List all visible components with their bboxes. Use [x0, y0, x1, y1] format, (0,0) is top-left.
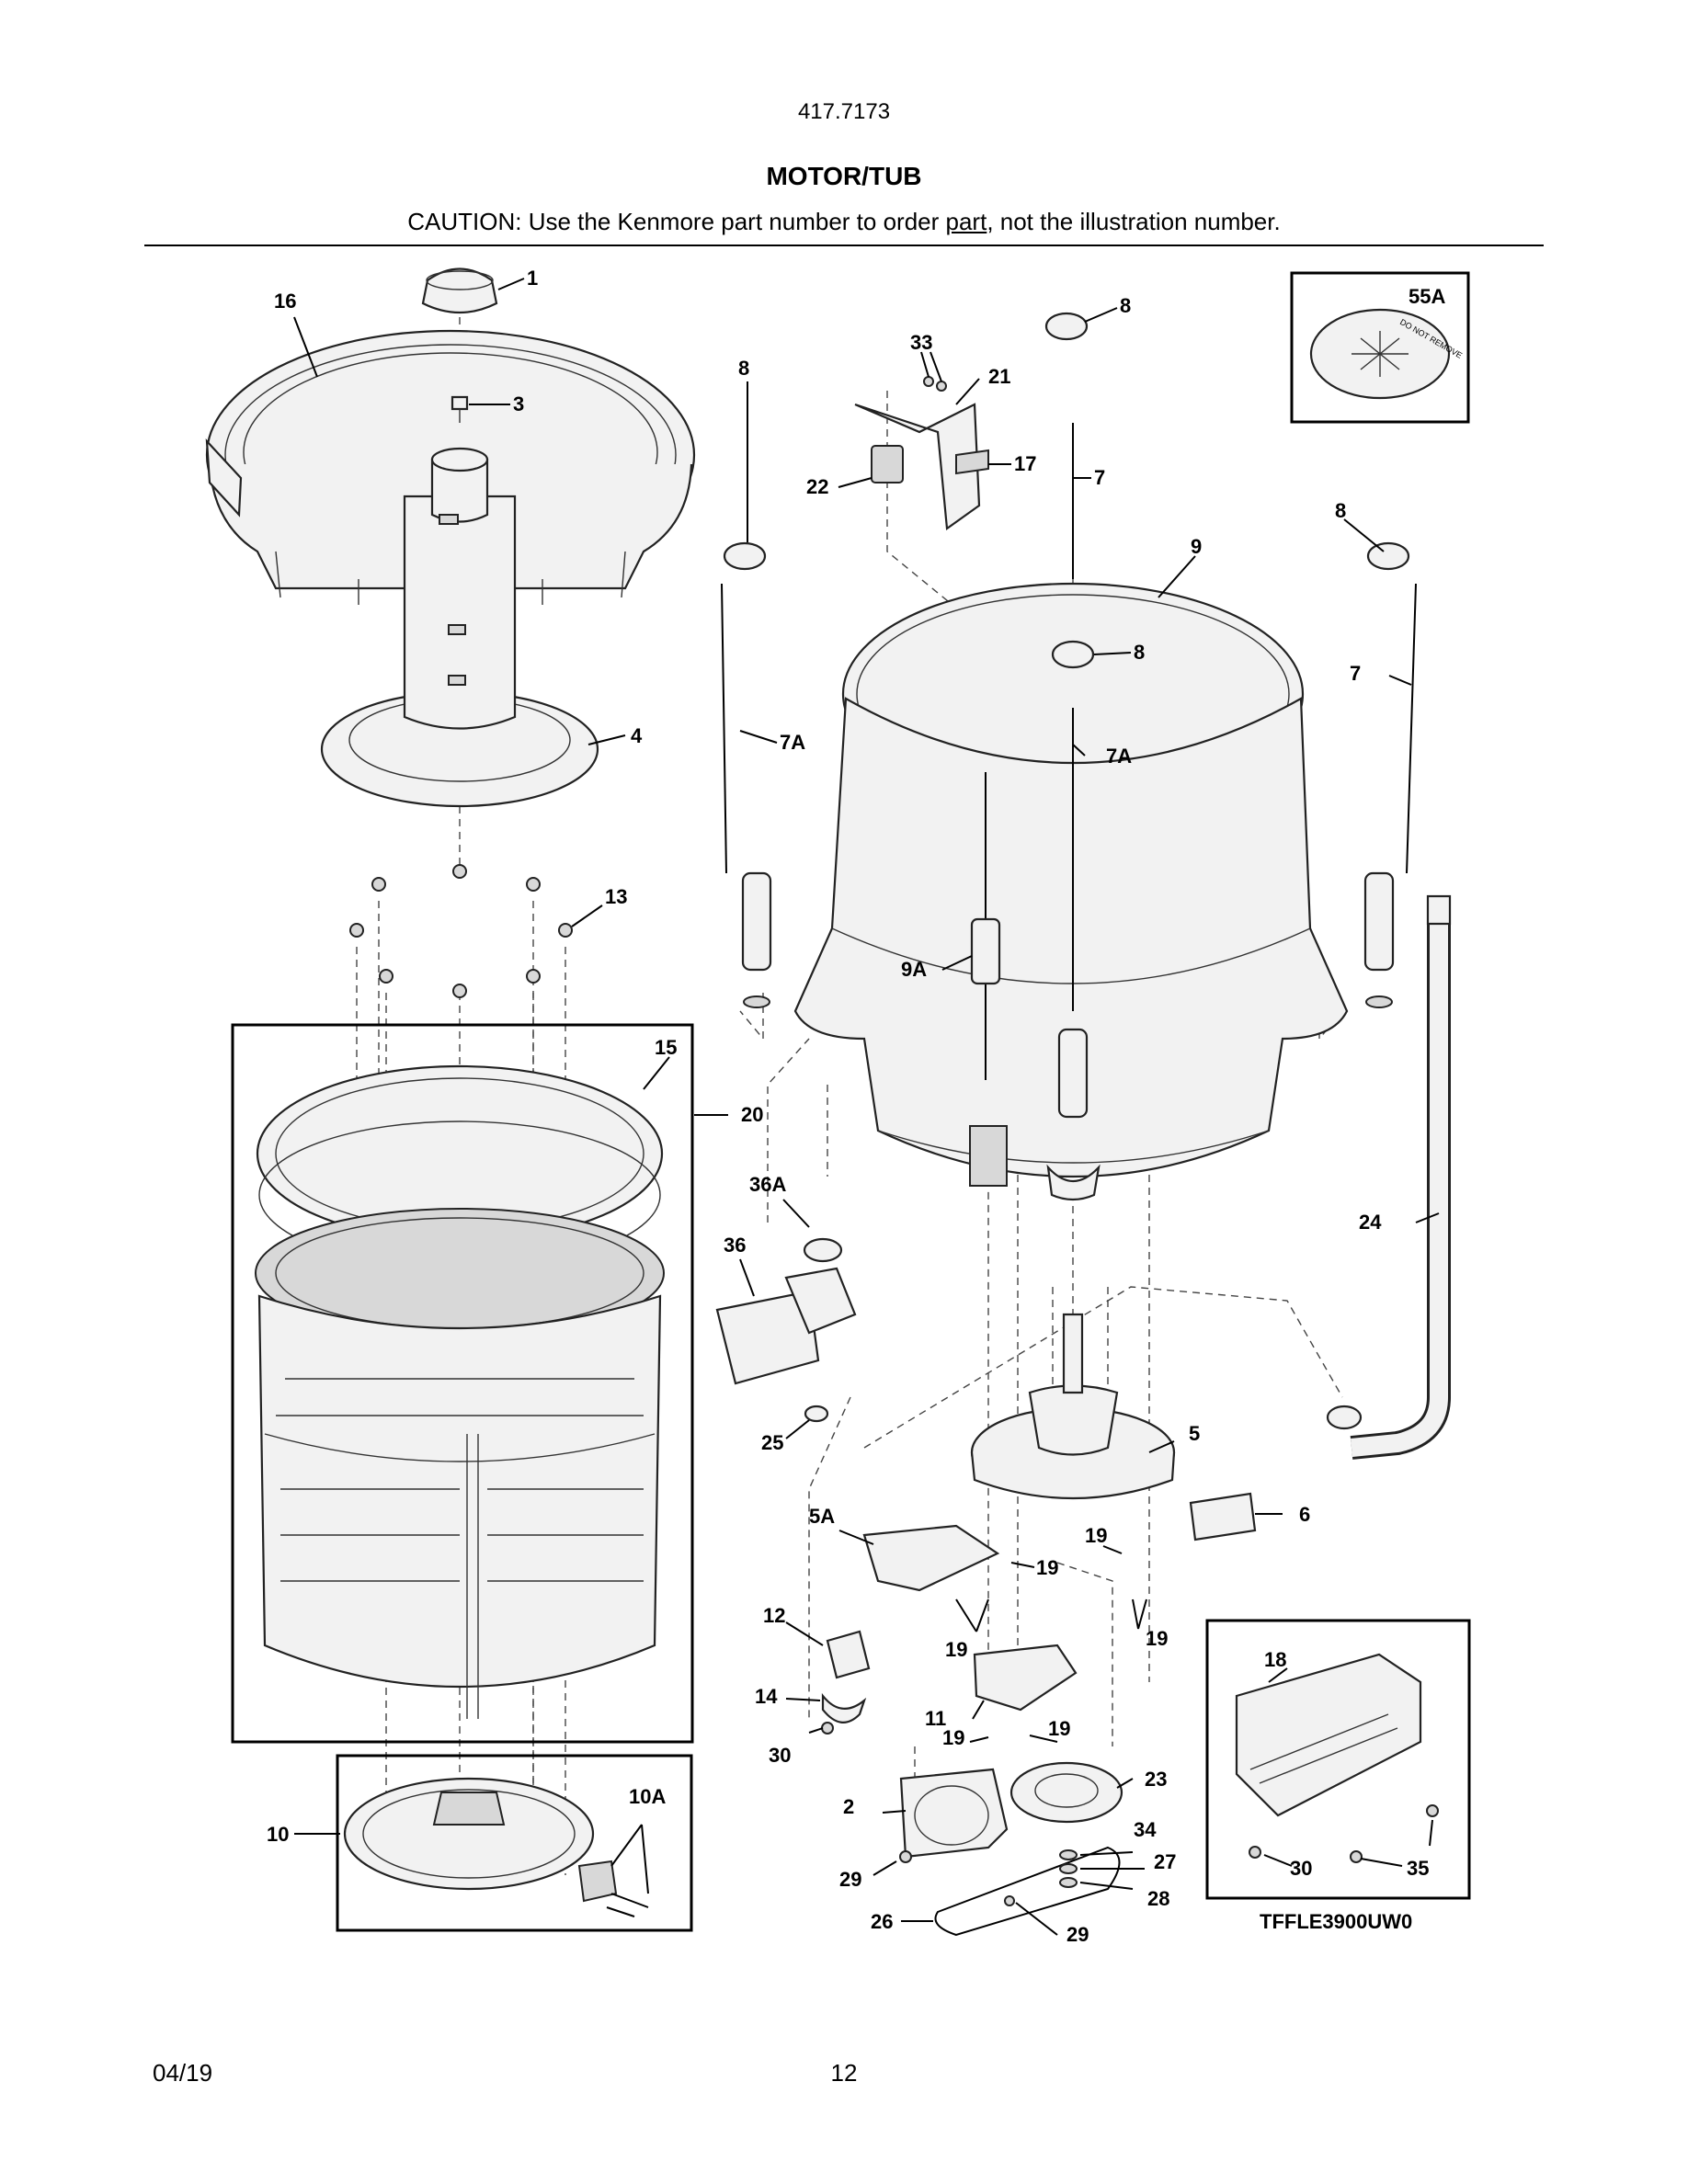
- callout-21: 21: [988, 365, 1010, 388]
- base-cover: [1235, 1653, 1439, 1863]
- callout-3: 3: [513, 392, 524, 415]
- callout-10A: 10A: [629, 1785, 666, 1808]
- outer-tub: [793, 582, 1349, 1201]
- screws-set: [349, 864, 573, 998]
- drain-hose: [1326, 894, 1452, 1460]
- agitator-bolt: [451, 395, 469, 423]
- agitator-cap: [421, 267, 498, 314]
- callout-2: 2: [843, 1795, 854, 1818]
- callout-4: 4: [631, 724, 643, 747]
- callout-22: 22: [806, 475, 828, 498]
- callout-7-right: 7: [1350, 662, 1361, 685]
- suspension-rod-center: [1057, 423, 1089, 1119]
- callout-36A: 36A: [749, 1173, 786, 1196]
- drive-belt: [934, 1846, 1121, 1937]
- caution-text-start: CAUTION: Use the Kenmore part number to …: [407, 208, 946, 235]
- callout-1: 1: [527, 267, 538, 290]
- callout-19-c: 19: [945, 1638, 967, 1661]
- callout-23: 23: [1145, 1768, 1167, 1791]
- capacitor-and-clip: [821, 1630, 871, 1735]
- footer-date: 04/19: [153, 2059, 213, 2087]
- callout-29-left: 29: [839, 1868, 861, 1891]
- callout-9A: 9A: [901, 958, 927, 981]
- washers: [1004, 1849, 1078, 1906]
- callout-19-a: 19: [1085, 1524, 1107, 1547]
- callout-24: 24: [1359, 1211, 1382, 1234]
- callout-5: 5: [1189, 1422, 1200, 1445]
- callout-5A: 5A: [809, 1505, 835, 1528]
- callout-8-top: 8: [1120, 294, 1131, 317]
- callout-26: 26: [871, 1910, 893, 1933]
- callout-15: 15: [655, 1036, 677, 1059]
- callout-20: 20: [741, 1103, 763, 1126]
- callout-13: 13: [605, 885, 627, 908]
- basket-assembly-box: [231, 1023, 694, 1744]
- callout-28: 28: [1147, 1887, 1169, 1910]
- callout-34: 34: [1134, 1818, 1157, 1841]
- header-divider: [144, 245, 1544, 246]
- callout-16: 16: [274, 290, 296, 313]
- callout-19-d: 19: [1146, 1627, 1168, 1650]
- callout-35: 35: [1407, 1857, 1429, 1880]
- callout-6: 6: [1299, 1503, 1310, 1526]
- callout-7A-left: 7A: [780, 731, 805, 754]
- callout-labels: 1 16 3 4 33 21 17 22 8 8 8 8 7 7 7A 7A 9…: [267, 267, 1445, 1946]
- callout-55A: 55A: [1409, 285, 1445, 308]
- model-code-label: TFFLE3900UW0: [1260, 1910, 1412, 1933]
- callout-19-f: 19: [1048, 1717, 1070, 1740]
- suspension-rod-front-left: [721, 583, 772, 1008]
- callout-30-left: 30: [769, 1744, 791, 1767]
- spring-caps: [723, 312, 1410, 669]
- base-cover-box: [1205, 1619, 1471, 1900]
- decal-box: [1290, 271, 1470, 424]
- drain-pump: [715, 1237, 857, 1423]
- drain-tube: [970, 772, 1001, 1080]
- caution-note: CAUTION: Use the Kenmore part number to …: [0, 208, 1688, 236]
- callout-18: 18: [1264, 1648, 1286, 1671]
- wash-basket: [255, 1064, 665, 1719]
- drive-motor: [899, 1768, 1009, 1863]
- lid-switch-assembly: [854, 376, 989, 531]
- callout-7-center: 7: [1094, 466, 1105, 489]
- shift-actuator: [1189, 1492, 1257, 1541]
- callout-17: 17: [1014, 452, 1036, 475]
- hub-assembly-box: [336, 1754, 693, 1932]
- callout-8-left: 8: [738, 357, 749, 380]
- callout-leader-lines: [293, 278, 1440, 1936]
- model-number: 417.7173: [797, 99, 891, 124]
- callout-8-center: 8: [1134, 641, 1145, 664]
- motor-pulley: [1009, 1761, 1123, 1824]
- caution-underlined-word: part: [945, 208, 987, 235]
- basket-hub: [343, 1777, 595, 1891]
- do-not-remove-decal: DO NOT REMOVE: [1309, 308, 1464, 400]
- transmission: [970, 1313, 1176, 1500]
- callout-8-right: 8: [1335, 499, 1346, 522]
- hub-nut-and-bolts: [577, 1860, 649, 1917]
- callout-11: 11: [925, 1707, 946, 1730]
- agitator: [320, 447, 599, 808]
- footer-page-number: 12: [830, 2059, 858, 2087]
- page-title: MOTOR/TUB: [766, 162, 922, 190]
- callout-33: 33: [910, 331, 932, 354]
- callout-19-b: 19: [1036, 1556, 1058, 1579]
- callout-30-right: 30: [1290, 1857, 1312, 1880]
- callout-14: 14: [755, 1685, 778, 1708]
- suspension-rod-rear-right: [1363, 583, 1417, 1008]
- callout-19-e: 19: [942, 1726, 964, 1749]
- callout-7A-center: 7A: [1106, 745, 1132, 768]
- callout-9: 9: [1191, 535, 1202, 558]
- callout-27: 27: [1154, 1850, 1176, 1873]
- caution-text-end: , not the illustration number.: [987, 208, 1281, 235]
- callout-36: 36: [724, 1234, 746, 1257]
- callout-10: 10: [267, 1823, 289, 1846]
- mounting-brackets: [862, 1524, 1078, 1712]
- callout-29-bottom: 29: [1066, 1923, 1089, 1946]
- callout-12: 12: [763, 1604, 785, 1627]
- callout-25: 25: [761, 1431, 783, 1454]
